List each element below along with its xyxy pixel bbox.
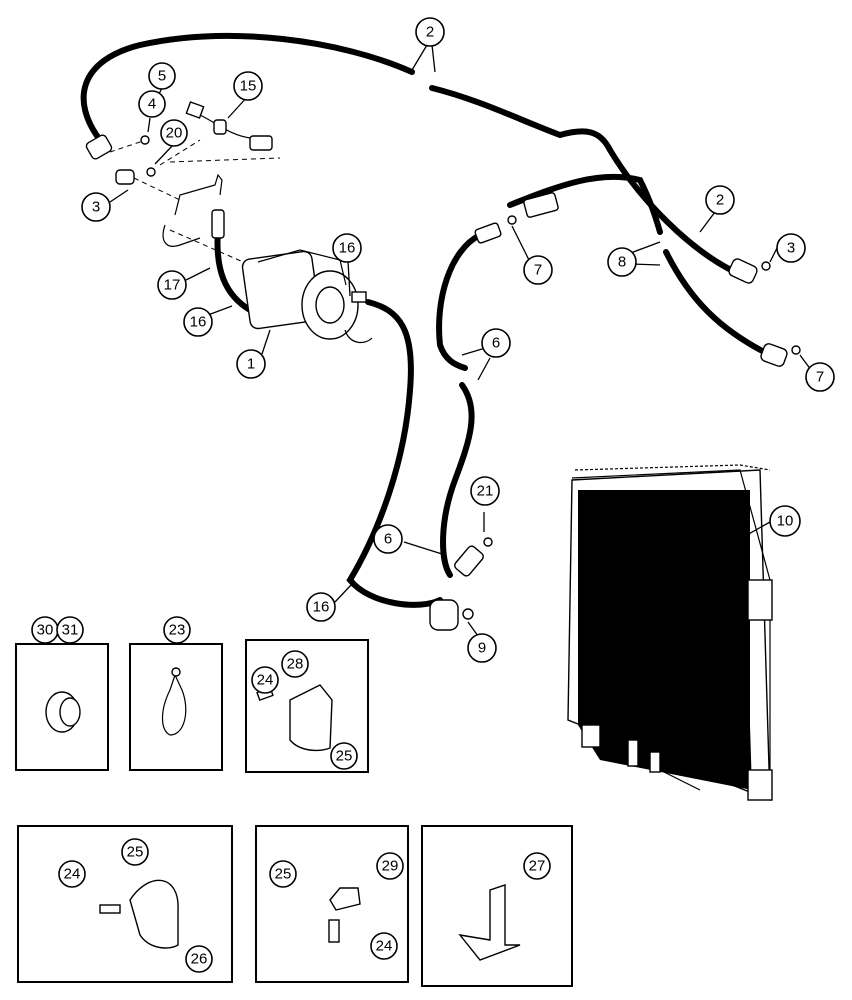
svg-text:16: 16 [339, 240, 356, 257]
fitting-upper-left [85, 134, 181, 201]
svg-text:24: 24 [64, 866, 81, 883]
condenser-10 [567, 464, 773, 802]
callout-10: 10 [769, 505, 801, 537]
svg-text:25: 25 [275, 866, 292, 883]
callout-7b: 7 [805, 362, 835, 392]
callout-21: 21 [470, 476, 500, 506]
callout-4: 4 [138, 90, 166, 118]
callout-16a: 16 [183, 307, 213, 337]
svg-text:16: 16 [313, 599, 330, 616]
callout-26: 26 [185, 945, 213, 973]
svg-text:31: 31 [62, 622, 79, 639]
callout-17: 17 [157, 270, 187, 300]
hose-2-upper [80, 32, 738, 275]
svg-text:20: 20 [166, 125, 183, 142]
svg-text:30: 30 [37, 622, 54, 639]
svg-text:3: 3 [92, 199, 100, 216]
callout-9: 9 [467, 633, 497, 663]
hose-6 [436, 232, 483, 578]
svg-text:10: 10 [777, 513, 794, 530]
callout-5: 5 [148, 62, 176, 90]
callout-3a: 3 [81, 192, 111, 222]
detail-box-27 [421, 825, 573, 987]
fitting-3-right [728, 258, 771, 284]
callout-25c: 25 [269, 860, 297, 888]
callout-1: 1 [236, 349, 266, 379]
fitting-lower [429, 537, 493, 631]
svg-text:26: 26 [191, 951, 208, 968]
switch-harness-15 [159, 101, 281, 166]
callout-2a: 2 [415, 17, 445, 47]
svg-text:2: 2 [716, 192, 724, 209]
svg-text:3: 3 [787, 240, 795, 257]
svg-text:7: 7 [816, 369, 824, 386]
svg-text:25: 25 [336, 748, 353, 765]
callout-24a: 24 [251, 666, 279, 694]
fitting-7-right [760, 343, 801, 367]
svg-text:2: 2 [426, 24, 434, 41]
detail-box-30-31 [15, 643, 109, 771]
callout-31: 31 [56, 616, 84, 644]
svg-text:4: 4 [148, 96, 156, 113]
svg-text:17: 17 [164, 277, 181, 294]
svg-text:23: 23 [169, 622, 186, 639]
svg-text:5: 5 [158, 68, 166, 85]
hose-16 [214, 227, 443, 608]
callout-25b: 25 [121, 838, 149, 866]
fitting-7-upper [474, 192, 559, 244]
svg-text:15: 15 [240, 78, 257, 95]
svg-text:7: 7 [534, 262, 542, 279]
svg-text:27: 27 [529, 858, 546, 875]
callout-29: 29 [376, 852, 404, 880]
svg-text:29: 29 [382, 858, 399, 875]
callout-8: 8 [607, 247, 637, 277]
detail-box-23 [129, 643, 223, 771]
callout-30: 30 [31, 616, 59, 644]
callout-7a: 7 [523, 255, 553, 285]
svg-text:25: 25 [127, 844, 144, 861]
svg-text:28: 28 [287, 656, 304, 673]
callout-3b: 3 [776, 233, 806, 263]
svg-text:24: 24 [257, 672, 274, 689]
callout-23: 23 [163, 616, 191, 644]
callout-16b: 16 [332, 233, 362, 263]
svg-text:24: 24 [376, 938, 393, 955]
callout-16c: 16 [306, 592, 336, 622]
callout-27: 27 [523, 852, 551, 880]
callout-20: 20 [160, 119, 188, 147]
callout-24b: 24 [58, 860, 86, 888]
svg-text:21: 21 [477, 483, 494, 500]
callout-15: 15 [233, 71, 263, 101]
svg-text:1: 1 [247, 356, 255, 373]
callout-24c: 24 [370, 932, 398, 960]
callout-6a: 6 [481, 328, 511, 358]
callout-6b: 6 [373, 524, 403, 554]
callout-2b: 2 [705, 185, 735, 215]
hose-8 [507, 173, 773, 358]
callout-28: 28 [281, 650, 309, 678]
svg-text:8: 8 [618, 254, 626, 271]
svg-text:6: 6 [384, 531, 392, 548]
svg-text:16: 16 [190, 314, 207, 331]
svg-text:9: 9 [478, 640, 486, 657]
svg-text:6: 6 [492, 335, 500, 352]
callout-25a: 25 [330, 742, 358, 770]
compressor-1 [162, 173, 373, 344]
